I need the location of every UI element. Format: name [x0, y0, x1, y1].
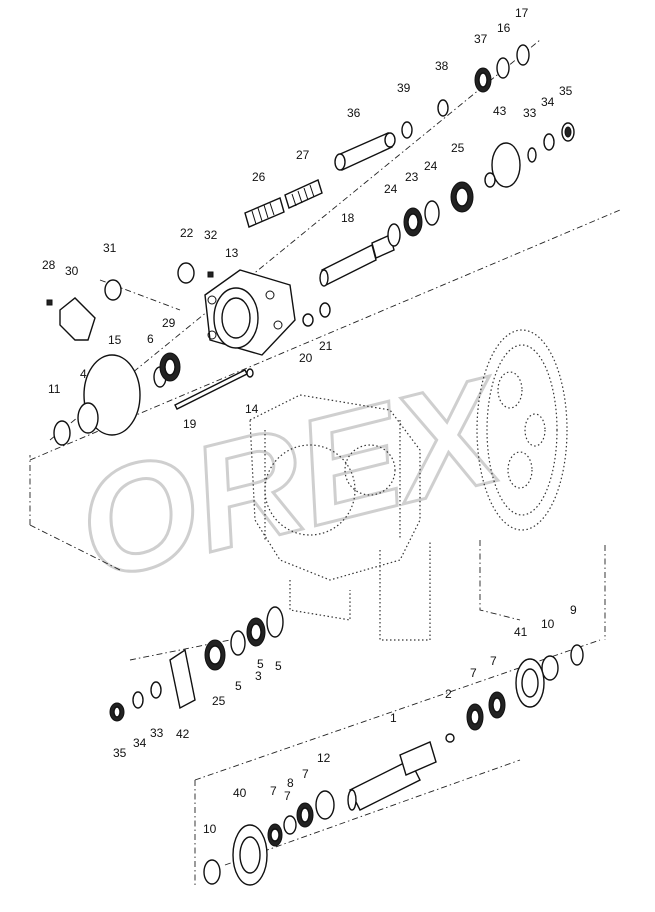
left-small-parts	[46, 262, 331, 446]
callout-35b: 35	[113, 746, 127, 760]
callout-16: 16	[497, 21, 511, 35]
callout-38: 38	[435, 59, 449, 73]
callout-24a: 24	[424, 159, 438, 173]
callout-26: 26	[252, 170, 266, 184]
callout-34a: 34	[541, 95, 555, 109]
callout-40: 40	[233, 786, 247, 800]
callout-22: 22	[180, 226, 194, 240]
callout-27: 27	[296, 148, 310, 162]
callout-39: 39	[397, 81, 411, 95]
callout-35a: 35	[559, 84, 573, 98]
callout-20: 20	[299, 351, 313, 365]
callout-25a: 25	[451, 141, 465, 155]
part-18-shaft	[319, 234, 395, 287]
transmission-housing	[249, 394, 431, 641]
callout-37: 37	[474, 32, 488, 46]
callout-34b: 34	[133, 736, 147, 750]
callout-10a: 10	[541, 617, 555, 631]
part-13-housing	[204, 269, 296, 356]
callout-9: 9	[570, 603, 577, 617]
callout-8: 8	[287, 776, 294, 790]
callout-19: 19	[183, 417, 197, 431]
callout-41: 41	[514, 625, 528, 639]
callout-labels: 1 2 3 4 5 5 5 6 7 7 7 7 7 8 9 10 10 11 1…	[42, 6, 577, 836]
callout-13: 13	[225, 246, 239, 260]
callout-32: 32	[204, 228, 218, 242]
callout-6: 6	[147, 332, 154, 346]
assembly-axes	[29, 39, 621, 885]
callout-5a: 5	[275, 659, 282, 673]
callout-18: 18	[341, 211, 355, 225]
callout-43: 43	[493, 104, 507, 118]
callout-11: 11	[48, 382, 61, 396]
callout-14: 14	[245, 402, 259, 416]
callout-1: 1	[390, 711, 397, 725]
lower-right-parts	[347, 644, 584, 811]
large-ring-gear	[476, 329, 568, 531]
callout-7d: 7	[302, 767, 309, 781]
callout-29: 29	[162, 316, 176, 330]
part-36-shaft	[334, 132, 396, 171]
callout-5c: 5	[257, 657, 264, 671]
callout-33b: 33	[150, 726, 164, 740]
lower-left-parts	[109, 606, 284, 722]
callout-24b: 24	[384, 182, 398, 196]
callout-15: 15	[108, 333, 122, 347]
callout-7b: 7	[490, 654, 497, 668]
callout-10b: 10	[203, 822, 217, 836]
callout-4: 4	[80, 367, 87, 381]
callout-33a: 33	[523, 106, 537, 120]
callout-12: 12	[317, 751, 331, 765]
callout-17: 17	[515, 6, 529, 20]
callout-36: 36	[347, 106, 361, 120]
callout-42: 42	[176, 727, 190, 741]
callout-2: 2	[445, 687, 452, 701]
callout-21: 21	[319, 339, 333, 353]
callout-7e: 7	[284, 789, 291, 803]
upper-rings	[387, 44, 575, 247]
part-27-splined-shaft	[284, 179, 323, 209]
callout-23: 23	[405, 170, 419, 184]
callout-3: 3	[255, 669, 262, 683]
callout-7a: 7	[470, 666, 477, 680]
callout-31: 31	[103, 241, 117, 255]
callout-25b: 25	[212, 694, 226, 708]
callout-30: 30	[65, 264, 79, 278]
part-26-splined-shaft	[244, 197, 285, 228]
callout-7c: 7	[270, 784, 277, 798]
bottom-parts	[203, 790, 335, 886]
callout-28: 28	[42, 258, 56, 272]
callout-5b: 5	[235, 679, 242, 693]
